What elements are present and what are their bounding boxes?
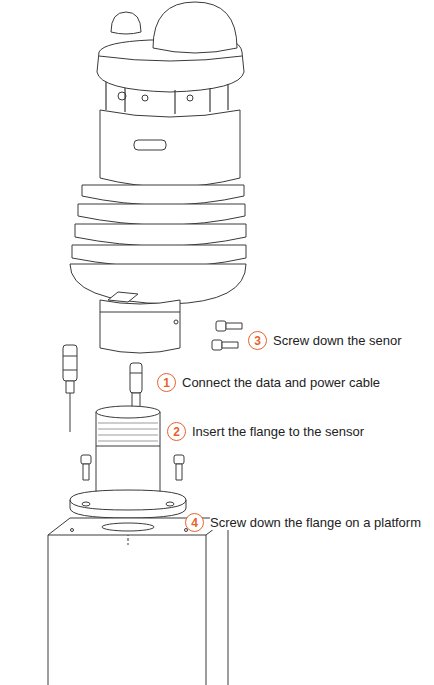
sensor-body: [100, 110, 240, 187]
step-label: Connect the data and power cable: [182, 375, 380, 390]
step-label: Screw down the flange on a platform: [210, 515, 421, 530]
callout: 2 Insert the flange to the sensor: [167, 422, 364, 441]
callout-number: 1: [157, 373, 176, 392]
sensor-screw: [212, 321, 242, 350]
flange-tube: [96, 412, 160, 492]
flange-screw: [81, 455, 184, 480]
callout: 3 Screw down the senor: [248, 331, 402, 350]
cable-socket: [130, 363, 142, 407]
callout: 4 Screw down the flange on a platform: [185, 513, 421, 532]
shield-plate: [82, 185, 244, 205]
cable-plug: [63, 345, 77, 432]
sensor-small-dome: [111, 12, 141, 34]
callout-number: 3: [248, 331, 267, 350]
sensor-dome: [153, 2, 237, 53]
step-label: Insert the flange to the sensor: [192, 424, 364, 439]
logo-plate: [134, 140, 166, 150]
step-label: Screw down the senor: [273, 333, 402, 348]
callout-number: 2: [167, 422, 186, 441]
connector-housing: [100, 300, 180, 353]
callout: 1 Connect the data and power cable: [157, 373, 380, 392]
flange-plate: [70, 490, 186, 518]
callout-number: 4: [185, 513, 204, 532]
